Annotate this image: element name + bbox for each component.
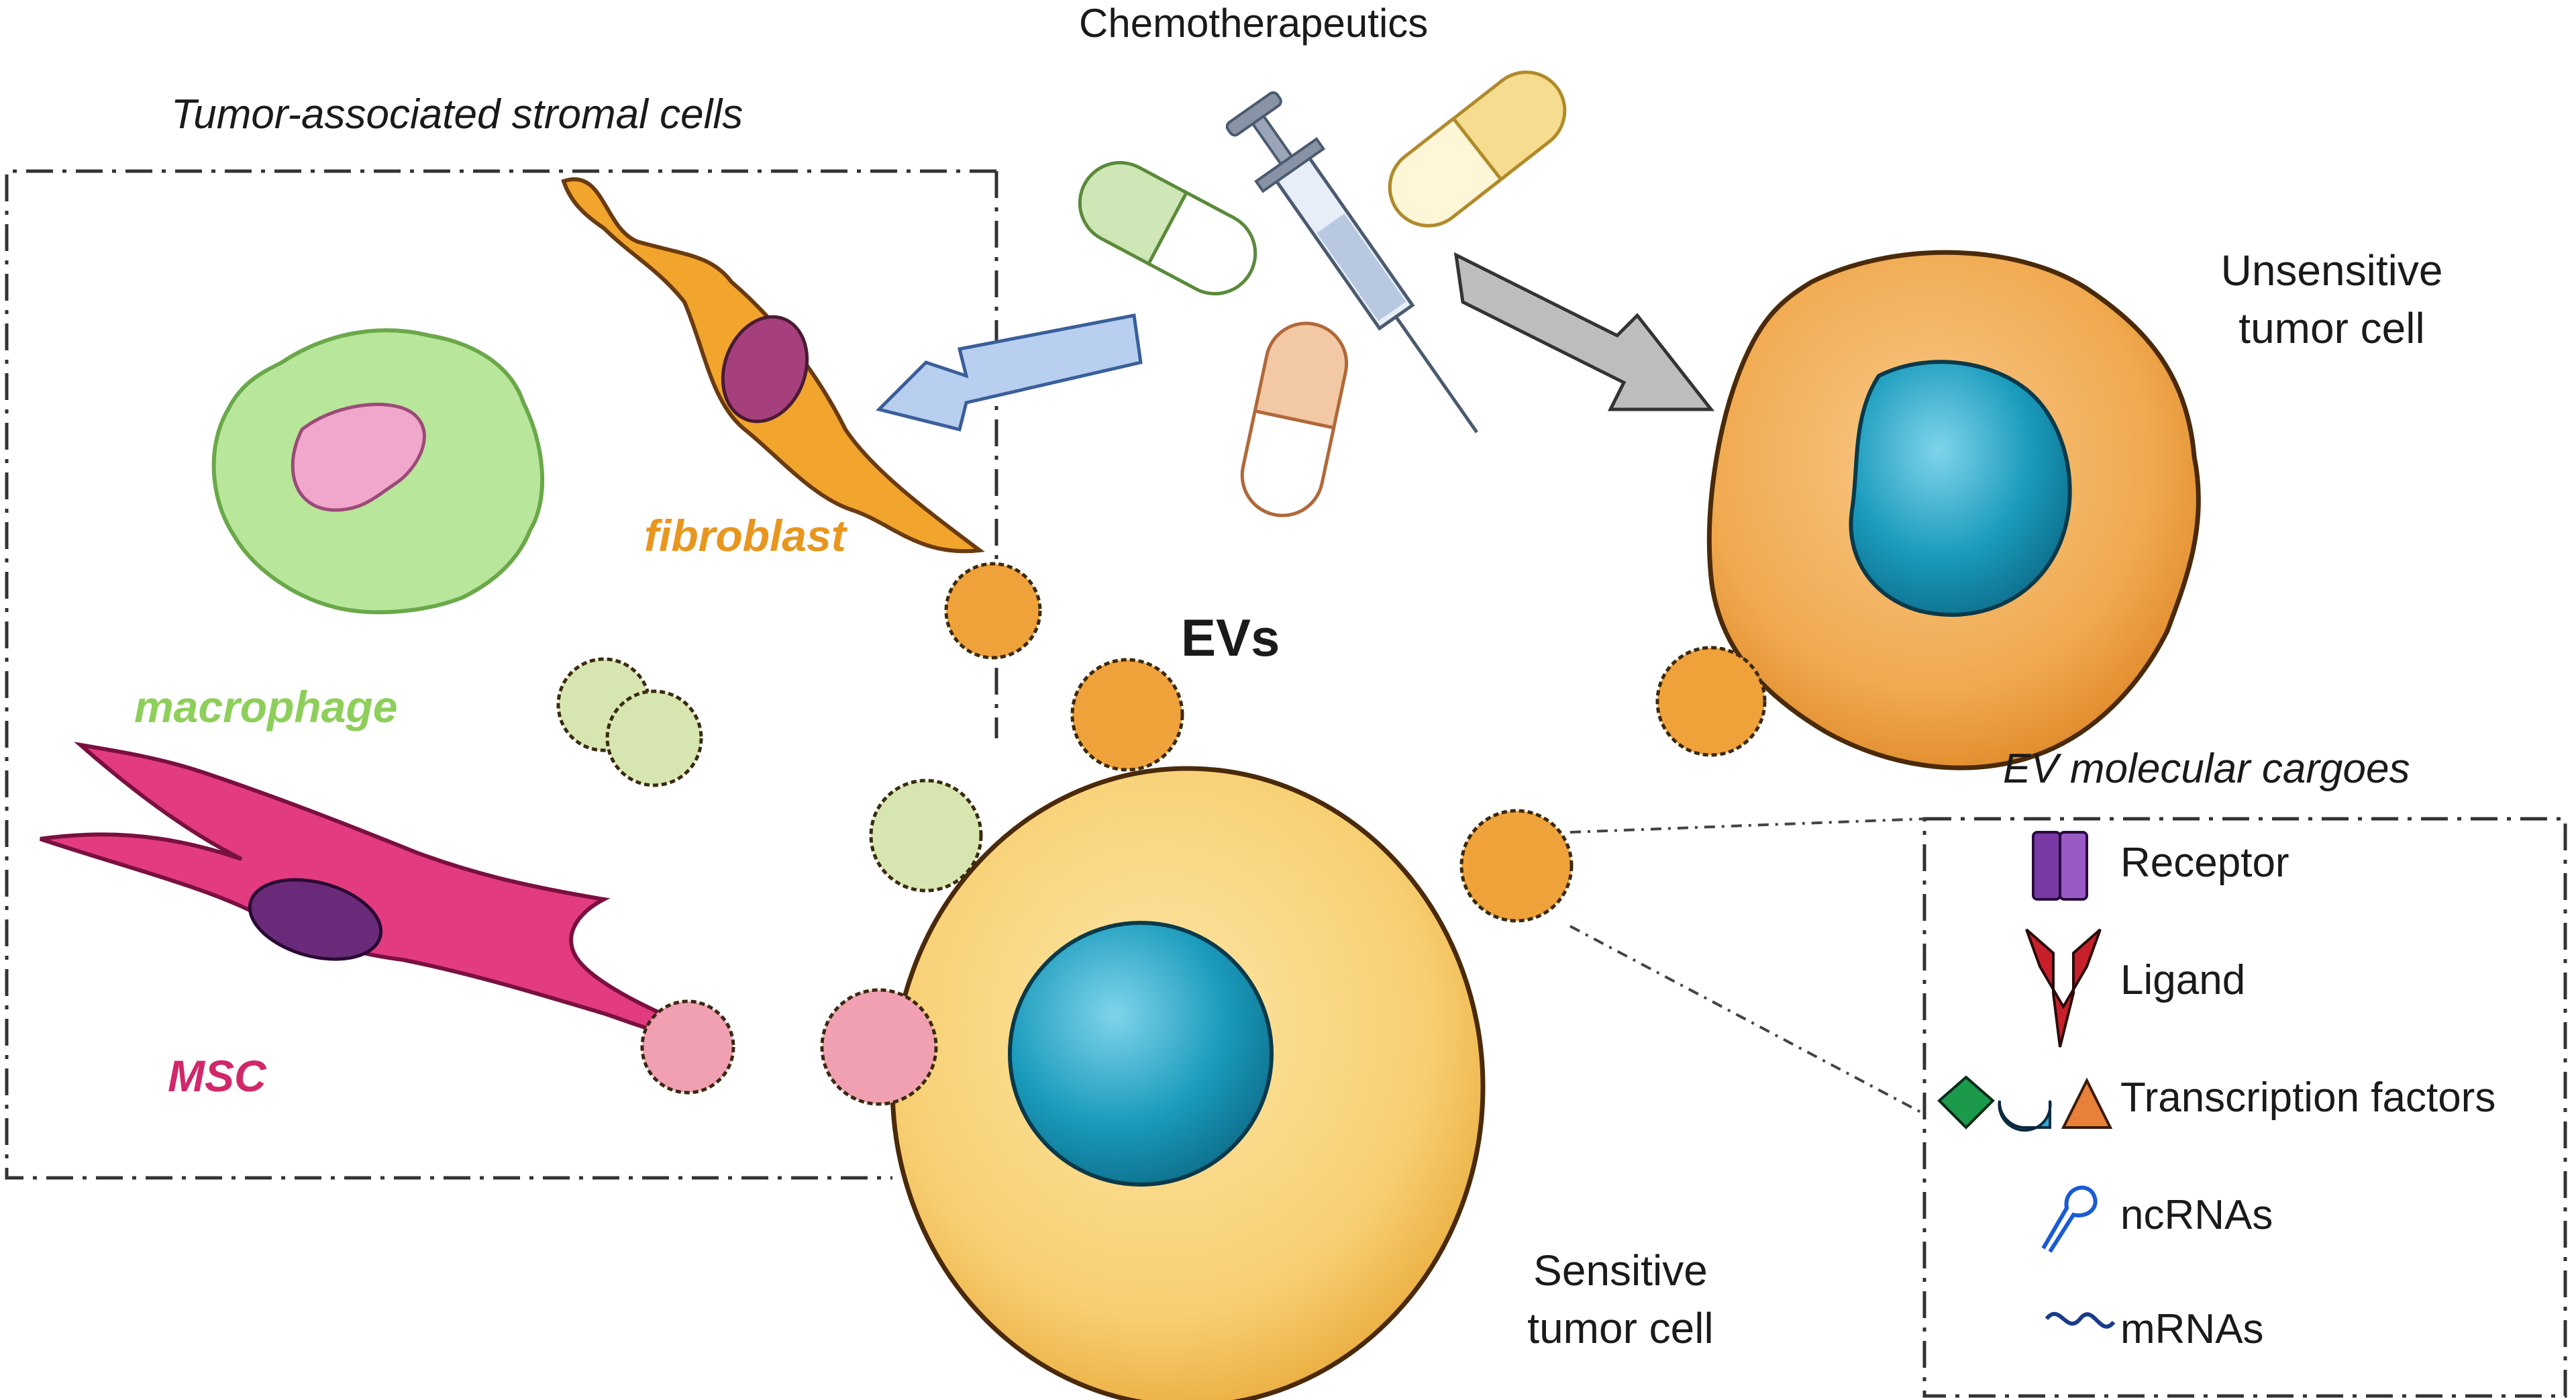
legend-mrnas-label: mRNAs (2120, 1306, 2264, 1352)
unsensitive-label-line1: Unsensitive (2220, 246, 2443, 295)
msc-cell (40, 742, 696, 1035)
arrow-to-unsensitive (1453, 252, 1715, 411)
sensitive-label-line2: tumor cell (1527, 1304, 1714, 1352)
stromal-cells-title: Tumor-associated stromal cells (171, 91, 743, 138)
macrophage-label: macrophage (134, 682, 398, 732)
syringe-icon (1225, 91, 1478, 434)
unsensitive-tumor-cell-label: Unsensitive tumor cell (2191, 242, 2473, 357)
ev-vesicle (869, 779, 983, 893)
ligand-icon (2025, 928, 2102, 1048)
legend-ncrnas-label: ncRNAs (2120, 1192, 2273, 1238)
receptor-icon (2032, 831, 2088, 901)
macrophage-nucleus (291, 403, 426, 512)
msc-label: MSC (168, 1051, 266, 1101)
drug-pill-yellow (1388, 70, 1567, 228)
legend-receptor-label: Receptor (2120, 840, 2289, 886)
unsensitive-nucleus (1849, 360, 2072, 617)
sensitive-tumor-cell-label: Sensitive tumor cell (1486, 1242, 1755, 1357)
msc-nucleus (248, 878, 383, 961)
unsensitive-label-line2: tumor cell (2238, 304, 2425, 352)
ev-vesicle (1459, 809, 1574, 923)
fibroblast-nucleus (721, 315, 809, 423)
legend-transcription-factors-label: Transcription factors (2120, 1074, 2496, 1121)
sensitive-nucleus (1008, 921, 1274, 1187)
ev-vesicle (605, 689, 703, 787)
transcription-factor-icons (1937, 1075, 2113, 1132)
ev-vesicles (556, 562, 1767, 1106)
ev-vesicle (820, 988, 938, 1106)
cargo-leader-lines (1569, 817, 1925, 1115)
drug-pill-green (1078, 160, 1257, 296)
stromal-cells-box (5, 169, 996, 1180)
drug-pill-orange (1240, 321, 1349, 517)
evs-label: EVs (1181, 608, 1280, 667)
ev-vesicle (1070, 658, 1184, 772)
arrow-to-stromal (876, 313, 1143, 432)
cargo-legend-title: EV molecular cargoes (2003, 746, 2410, 792)
chemotherapeutics-label: Chemotherapeutics (1079, 1, 1429, 46)
legend-ligand-label: Ligand (2120, 957, 2246, 1003)
fibroblast-label: fibroblast (644, 511, 846, 560)
sensitive-label-line1: Sensitive (1533, 1246, 1708, 1295)
ev-vesicle (640, 999, 735, 1095)
ev-vesicle (1655, 646, 1767, 757)
ncrna-icon (2041, 1185, 2098, 1253)
ev-vesicle (944, 562, 1042, 660)
mrna-icon (2045, 1311, 2116, 1329)
cargo-legend-box (1922, 817, 2567, 1398)
